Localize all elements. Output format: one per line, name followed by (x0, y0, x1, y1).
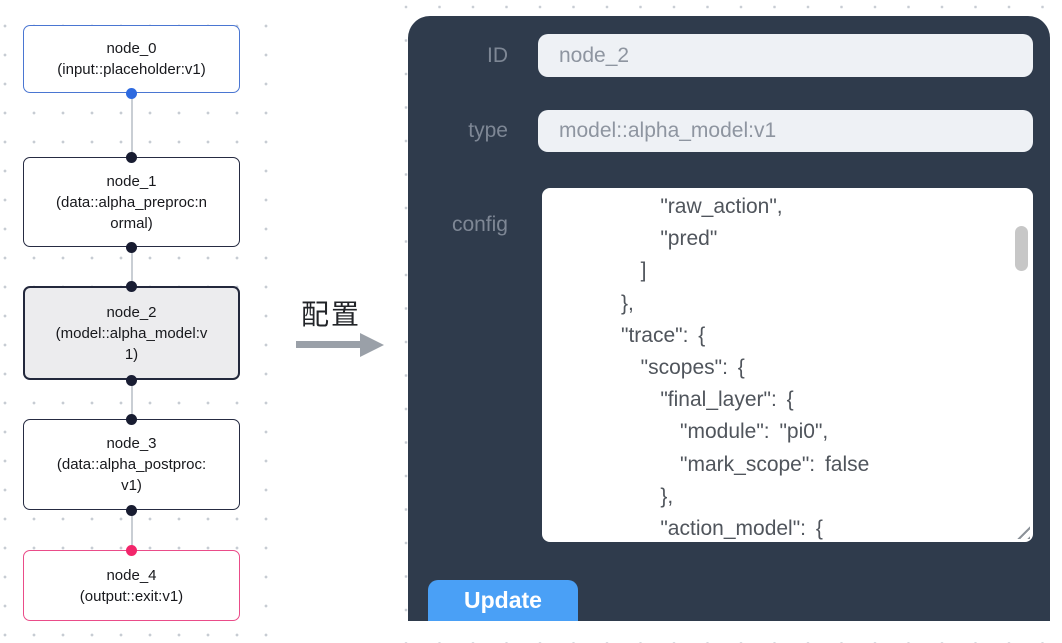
port-node1-input[interactable] (126, 151, 137, 163)
update-button[interactable]: Update (428, 580, 578, 621)
config-scrollbar-thumb[interactable] (1015, 226, 1028, 271)
id-field-label: ID (487, 44, 508, 67)
type-input-value: model::alpha_model:v1 (559, 119, 777, 142)
node-node_1[interactable]: node_1 (data::alpha_preproc:normal) (23, 157, 240, 247)
port-node3-output[interactable] (126, 504, 137, 516)
port-node3-input[interactable] (126, 413, 137, 425)
node-type-label: (data::alpha_postproc:v1) (56, 456, 207, 494)
node-type-label: (model::alpha_model:v1) (55, 324, 208, 363)
port-node4-input[interactable] (126, 544, 137, 556)
id-input-value: node_2 (559, 44, 630, 67)
port-node2-input[interactable] (126, 280, 137, 292)
config-json-text: "raw_action", "pred" ] }, "trace": { "sc… (621, 195, 870, 541)
config-annotation-label: 配置 (300, 299, 361, 330)
type-input[interactable]: model::alpha_model:v1 (538, 110, 1033, 152)
right-arrow-icon (296, 341, 362, 348)
node-node_2-selected[interactable]: node_2 (model::alpha_model:v1) (23, 286, 240, 380)
id-input[interactable]: node_2 (538, 34, 1033, 77)
node-type-label: (input::placeholder:v1) (57, 61, 206, 78)
config-field-label: config (451, 213, 508, 236)
type-field-label: type (468, 119, 508, 142)
node-node_0[interactable]: node_0 (input::placeholder:v1) (23, 25, 240, 93)
node-title: node_0 (106, 40, 157, 57)
edge-node0-node1 (130, 93, 133, 157)
node-type-label: (data::alpha_preproc:normal) (56, 193, 207, 232)
node-node_3[interactable]: node_3 (data::alpha_postproc:v1) (23, 419, 240, 510)
edge-node1-node2 (130, 247, 133, 286)
node-title: node_2 (106, 303, 157, 321)
port-node0-output[interactable] (126, 87, 137, 99)
port-node1-output[interactable] (126, 241, 137, 253)
right-arrow-head-icon (360, 332, 384, 357)
node-node_4[interactable]: node_4 (output::exit:v1) (23, 550, 240, 621)
node-title: node_1 (106, 172, 157, 190)
node-config-panel: ID node_2 type model::alpha_model:v1 con… (408, 16, 1050, 621)
port-node2-output[interactable] (126, 374, 137, 386)
node-title: node_3 (106, 435, 157, 452)
config-textarea[interactable]: "raw_action", "pred" ] }, "trace": { "sc… (542, 188, 1033, 542)
edge-node2-node3 (130, 380, 133, 419)
edge-node3-node4 (130, 510, 133, 550)
node-title: node_4 (106, 566, 157, 584)
node-type-label: (output::exit:v1) (79, 587, 184, 605)
